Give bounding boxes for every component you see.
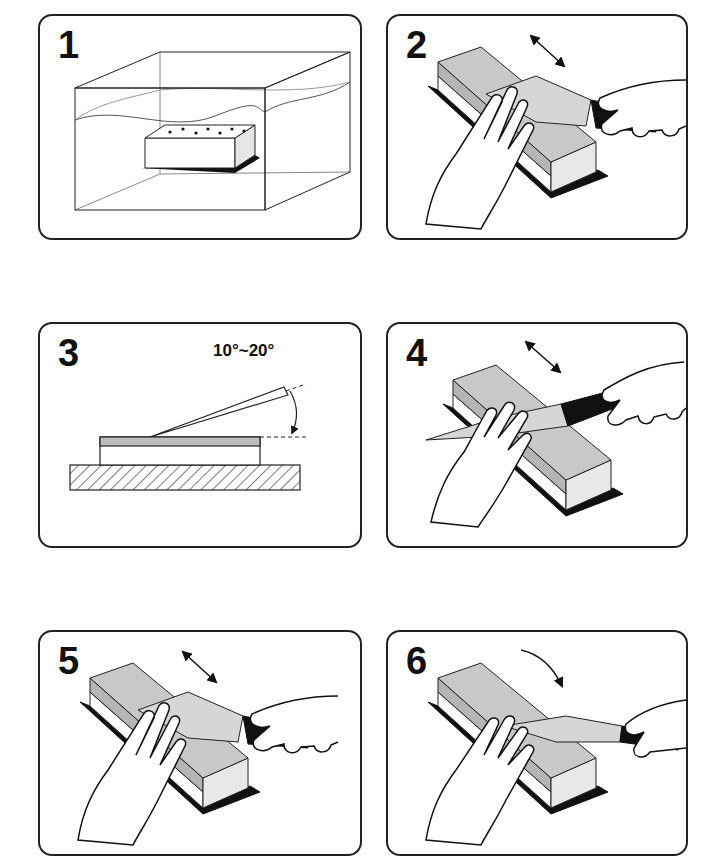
- step-panel: 1: [38, 14, 362, 240]
- step-number: 1: [58, 26, 79, 64]
- step-panel: 2: [386, 14, 688, 240]
- step-number: 5: [58, 642, 79, 680]
- step-number: 6: [406, 642, 427, 680]
- step-number: 4: [406, 334, 427, 372]
- step-panel: 3: [38, 322, 362, 548]
- step-panel: 4: [386, 322, 688, 548]
- step-panel: 6: [386, 630, 688, 856]
- step-number: 2: [406, 26, 427, 64]
- step-panel: 5: [38, 630, 362, 856]
- step-number: 3: [58, 334, 79, 372]
- angle-label: 10°~20°: [213, 342, 274, 359]
